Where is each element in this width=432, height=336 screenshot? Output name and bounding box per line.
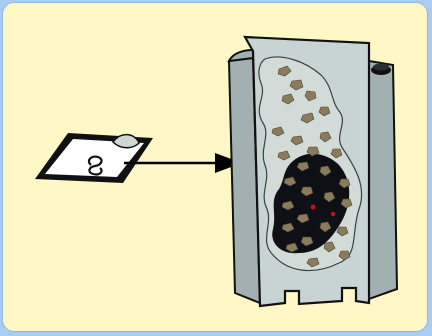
red-gem-2 xyxy=(330,211,336,217)
right-arrow-icon xyxy=(124,153,242,173)
sticker-sheet-icon xyxy=(35,133,153,183)
instruction-step-panel xyxy=(2,2,428,332)
printed-panel-brick-icon xyxy=(227,35,399,308)
red-gem-1 xyxy=(310,204,316,210)
sticker-pattern-icon xyxy=(87,155,103,176)
instruction-illustration xyxy=(35,35,399,308)
rock-leaves xyxy=(271,65,353,268)
